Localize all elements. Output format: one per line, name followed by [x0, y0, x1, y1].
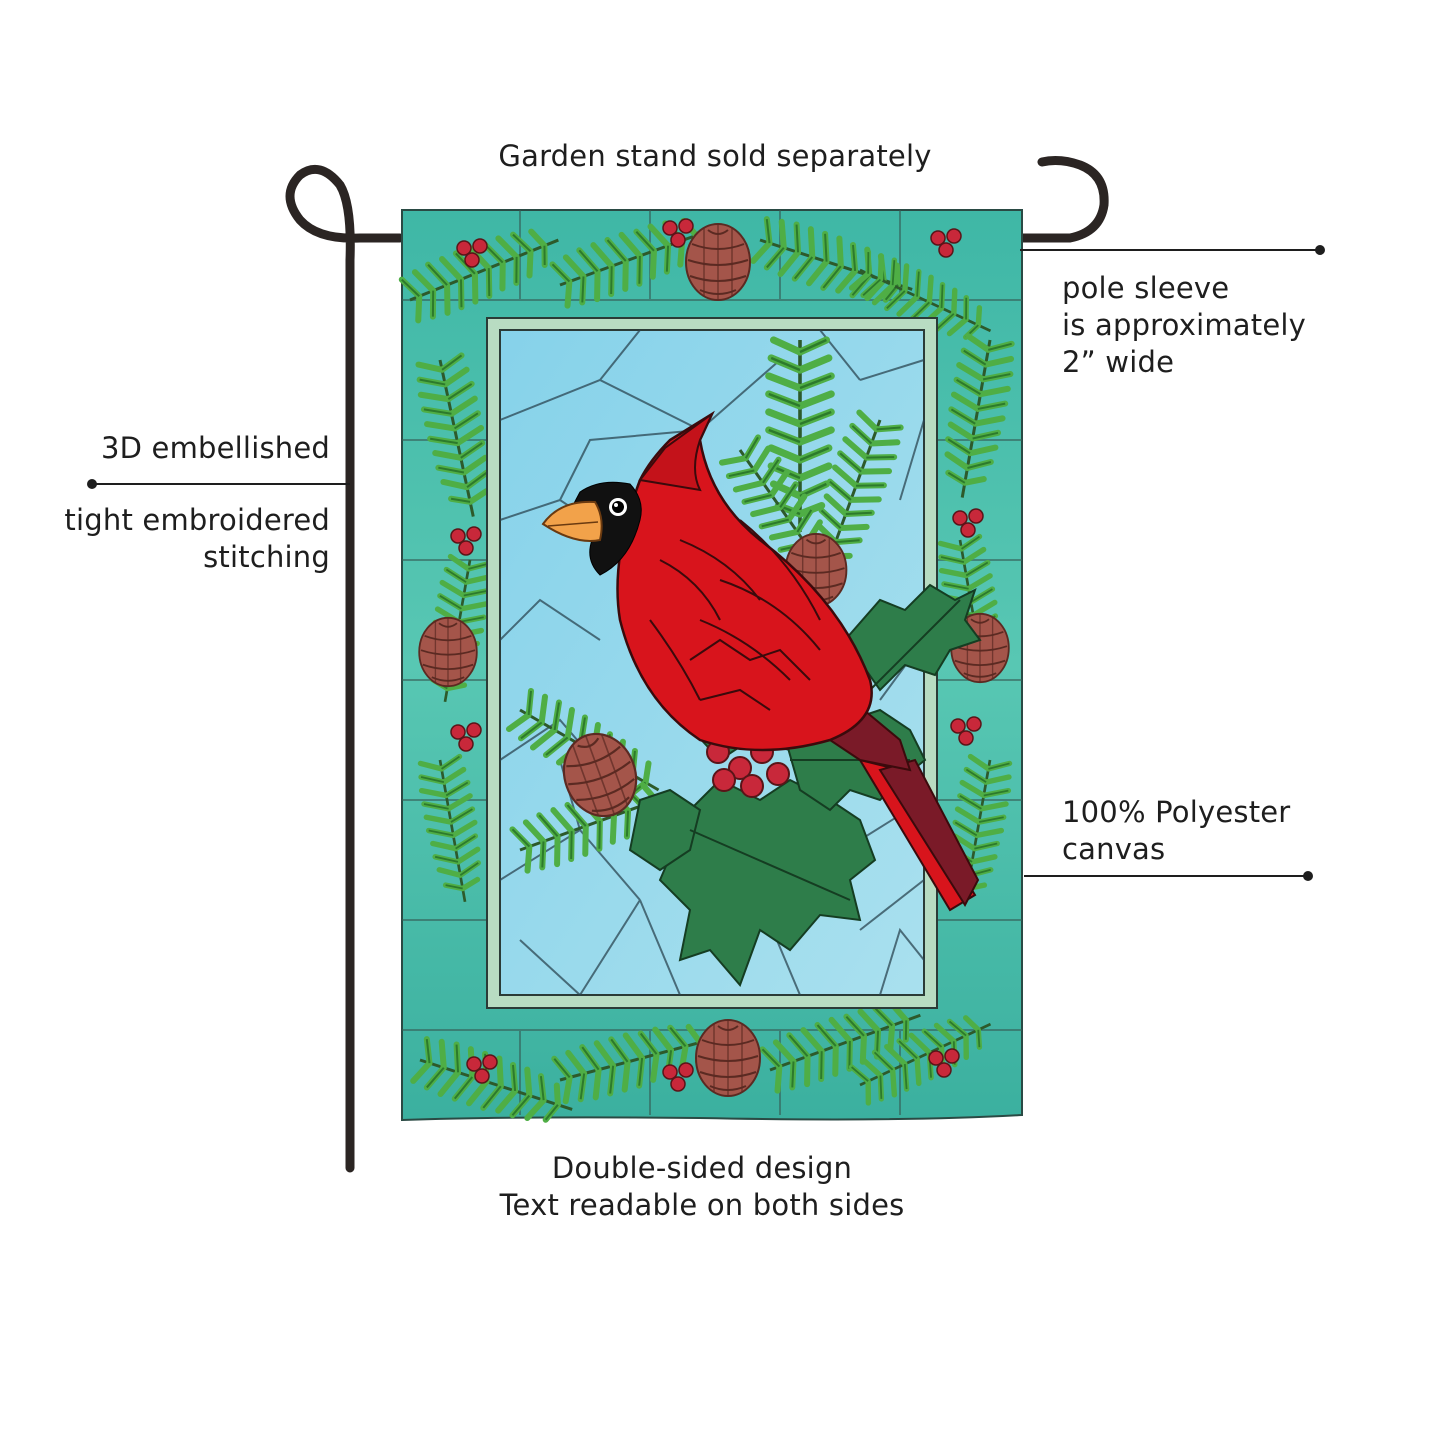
material-line-1: 100% Polyester: [1062, 795, 1291, 829]
stitching-callout: tight embroidered stitching: [40, 502, 330, 576]
material-line-2: canvas: [1062, 832, 1166, 866]
garden-flag: [400, 206, 1023, 1134]
garden-stand-icon: [285, 156, 1109, 1173]
sleeve-line-3: 2” wide: [1062, 345, 1175, 379]
cardinal-icon: [541, 410, 980, 912]
stand-callout: Garden stand sold separately: [470, 138, 960, 175]
double-sided-line-1: Double-sided design: [551, 1151, 853, 1185]
leader-lines: [87, 245, 1325, 881]
double-sided-callout: Double-sided design Text readable on bot…: [452, 1150, 952, 1224]
material-callout: 100% Polyester canvas: [1062, 794, 1290, 868]
sleeve-callout: pole sleeve is approximately 2” wide: [1062, 270, 1306, 381]
embellished-callout: 3D embellished: [40, 430, 330, 467]
stitching-line-2: stitching: [203, 540, 330, 574]
stitching-line-1: tight embroidered: [64, 503, 330, 537]
double-sided-line-2: Text readable on both sides: [499, 1188, 905, 1222]
sleeve-line-2: is approximately: [1062, 308, 1306, 342]
embellished-text: 3D embellished: [100, 431, 330, 465]
stand-callout-text: Garden stand sold separately: [498, 139, 932, 173]
sleeve-line-1: pole sleeve: [1062, 271, 1230, 305]
